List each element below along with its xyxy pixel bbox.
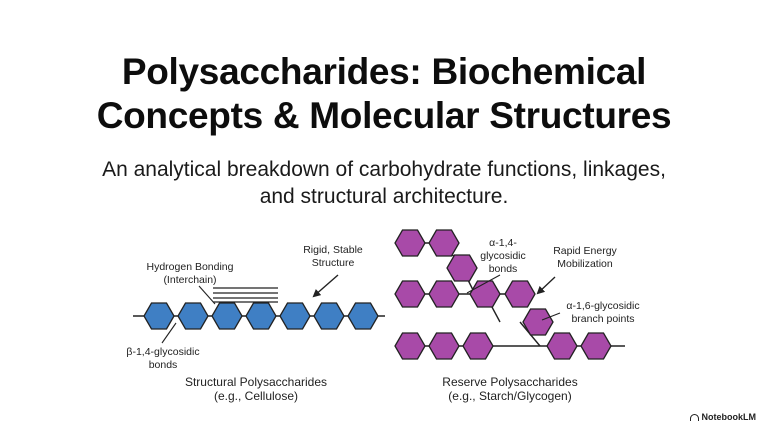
title-line-2: Concepts & Molecular Structures: [96, 95, 672, 136]
page-title: Polysaccharides: Biochemical Concepts & …: [0, 50, 768, 138]
glucose-unit-hexagon: [394, 332, 426, 360]
alpha16-leader-line: [541, 312, 561, 321]
glucose-unit-hexagon: [394, 229, 426, 257]
title-line-1: Polysaccharides: Biochemical: [121, 51, 647, 92]
glucose-unit-hexagon: [428, 332, 460, 360]
glucose-unit-hexagon: [394, 280, 426, 308]
glucose-unit-hexagon: [347, 302, 379, 330]
subtitle-line-2: and structural architecture.: [259, 185, 509, 208]
glucose-unit-hexagon: [580, 332, 612, 360]
label-beta-glycosidic: β-1,4-glycosidic: [126, 346, 199, 358]
glucose-unit-hexagon: [428, 229, 460, 257]
glucose-unit-hexagon: [546, 332, 578, 360]
label-branch-points: branch points: [571, 313, 634, 325]
label-alpha16-glycosidic: α-1,6-glycosidic: [566, 300, 639, 312]
caption-starch-example: (e.g., Starch/Glycogen): [448, 389, 571, 403]
glycogen-diagram: α-1,4- glycosidic bonds Rapid Energy Mob…: [394, 229, 640, 403]
label-structure: Structure: [312, 257, 355, 269]
label-interchain: (Interchain): [163, 274, 216, 286]
label-mobilization: Mobilization: [557, 258, 613, 270]
hbond-leader-line: [198, 285, 216, 305]
glucose-unit-hexagon: [211, 302, 243, 330]
label-alpha14-glycosidic: glycosidic: [480, 250, 526, 262]
glucose-unit-hexagon: [245, 302, 277, 330]
cellulose-diagram: Hydrogen Bonding (Interchain) Rigid, Sta…: [126, 244, 385, 403]
glucose-unit-hexagon: [469, 280, 501, 308]
glucose-unit-hexagon: [279, 302, 311, 330]
glucose-unit-hexagon: [313, 302, 345, 330]
label-rigid-stable: Rigid, Stable: [303, 244, 363, 256]
glucose-unit-hexagon: [504, 280, 536, 308]
brand-label: NotebookLM: [701, 412, 757, 422]
page-subtitle: An analytical breakdown of carbohydrate …: [0, 156, 768, 210]
notebook-icon: [689, 413, 699, 421]
subtitle-line-1: An analytical breakdown of carbohydrate …: [102, 158, 666, 181]
label-beta-bonds: bonds: [149, 359, 178, 371]
notebooklm-brand: NotebookLM: [689, 412, 757, 422]
glucose-unit-hexagon: [462, 332, 494, 360]
label-rapid-energy: Rapid Energy: [553, 245, 617, 257]
energy-mobilization-arrow: [536, 276, 556, 295]
caption-structural: Structural Polysaccharides: [185, 375, 327, 389]
glucose-unit-hexagon: [522, 308, 554, 336]
rigid-structure-arrow: [312, 274, 339, 298]
glycogen-glucose-units: [394, 229, 612, 360]
alpha14-leader-line: [466, 274, 501, 294]
glucose-unit-hexagon: [446, 254, 478, 282]
hydrogen-bond-lines: [213, 287, 278, 303]
caption-cellulose-example: (e.g., Cellulose): [214, 389, 298, 403]
glucose-unit-hexagon: [143, 302, 175, 330]
label-alpha14: α-1,4-: [489, 237, 517, 249]
glucose-unit-hexagon: [177, 302, 209, 330]
label-alpha14-bonds: bonds: [489, 263, 518, 275]
glucose-unit-hexagon: [428, 280, 460, 308]
cellulose-glucose-units: [143, 302, 379, 330]
caption-reserve: Reserve Polysaccharides: [442, 375, 577, 389]
label-hydrogen-bonding: Hydrogen Bonding: [147, 261, 234, 273]
beta-bond-leader-line: [161, 322, 177, 344]
